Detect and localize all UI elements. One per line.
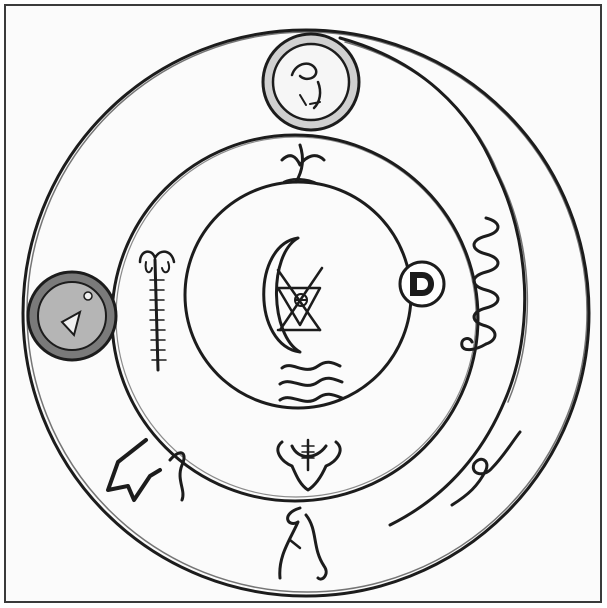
staff-left <box>140 252 174 370</box>
serpent-right <box>462 218 498 350</box>
right-d-token <box>400 262 444 306</box>
vessel-bottom <box>278 440 340 490</box>
glyph-lower-left <box>108 440 184 500</box>
glyph-bottom <box>280 508 326 579</box>
left-arrow-token <box>28 272 116 360</box>
water-waves <box>280 362 342 401</box>
trident-top <box>282 145 324 184</box>
center-hexagram-crescent <box>264 238 322 352</box>
top-face-token <box>263 34 359 130</box>
